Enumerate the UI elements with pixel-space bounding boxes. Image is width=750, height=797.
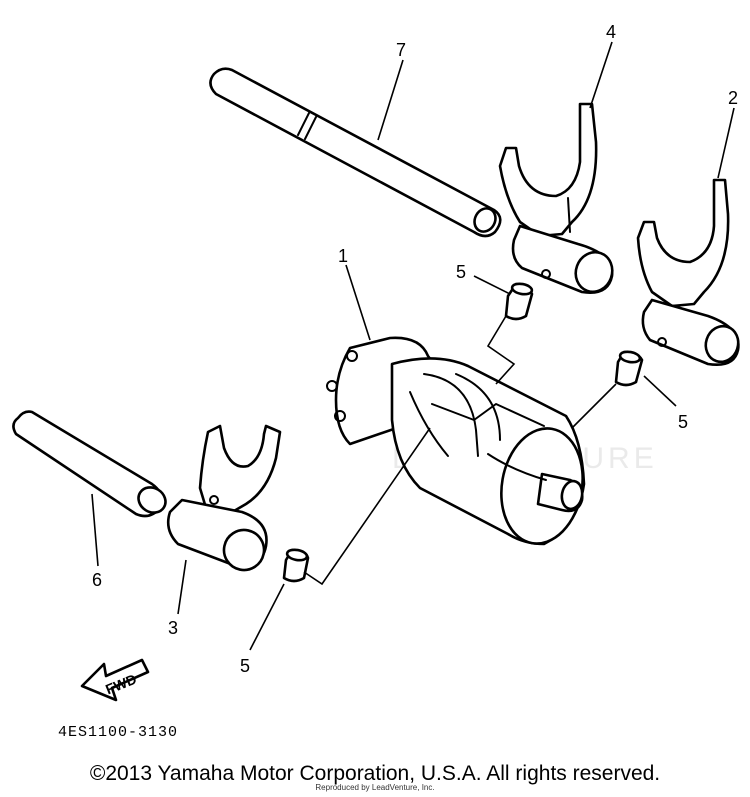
part-5-guide-pin-right [614,350,644,387]
callout-4: 4 [606,22,616,42]
callout-5-top: 5 [456,262,466,282]
callout-1: 1 [338,246,348,266]
copyright-notice: ©2013 Yamaha Motor Corporation, U.S.A. A… [89,762,661,785]
callout-5-right: 5 [678,412,688,432]
part-5-guide-pin-top [504,282,534,321]
diagram-code: 4ES1100-3130 [58,724,178,741]
part-1-shift-drum [326,336,586,546]
callout-7: 7 [396,40,406,60]
reproduced-by-notice: Reproduced by LeadVenture, Inc. [315,783,435,792]
callout-6: 6 [92,570,102,590]
leader-lines [91,41,735,651]
callout-5-bottom: 5 [240,656,250,676]
part-7-guide-bar [209,67,502,238]
callout-3: 3 [168,618,178,638]
part-6-guide-bar [12,410,167,518]
part-2-shift-fork [636,178,740,366]
callout-2: 2 [728,88,738,108]
callout-labels: 7 4 2 1 5 5 6 3 5 [92,22,738,676]
fwd-arrow-icon: FWD [80,658,150,702]
part-5-guide-pin-bottom [282,548,310,583]
part-4-shift-fork [498,102,614,294]
part-3-shift-fork [166,424,282,572]
